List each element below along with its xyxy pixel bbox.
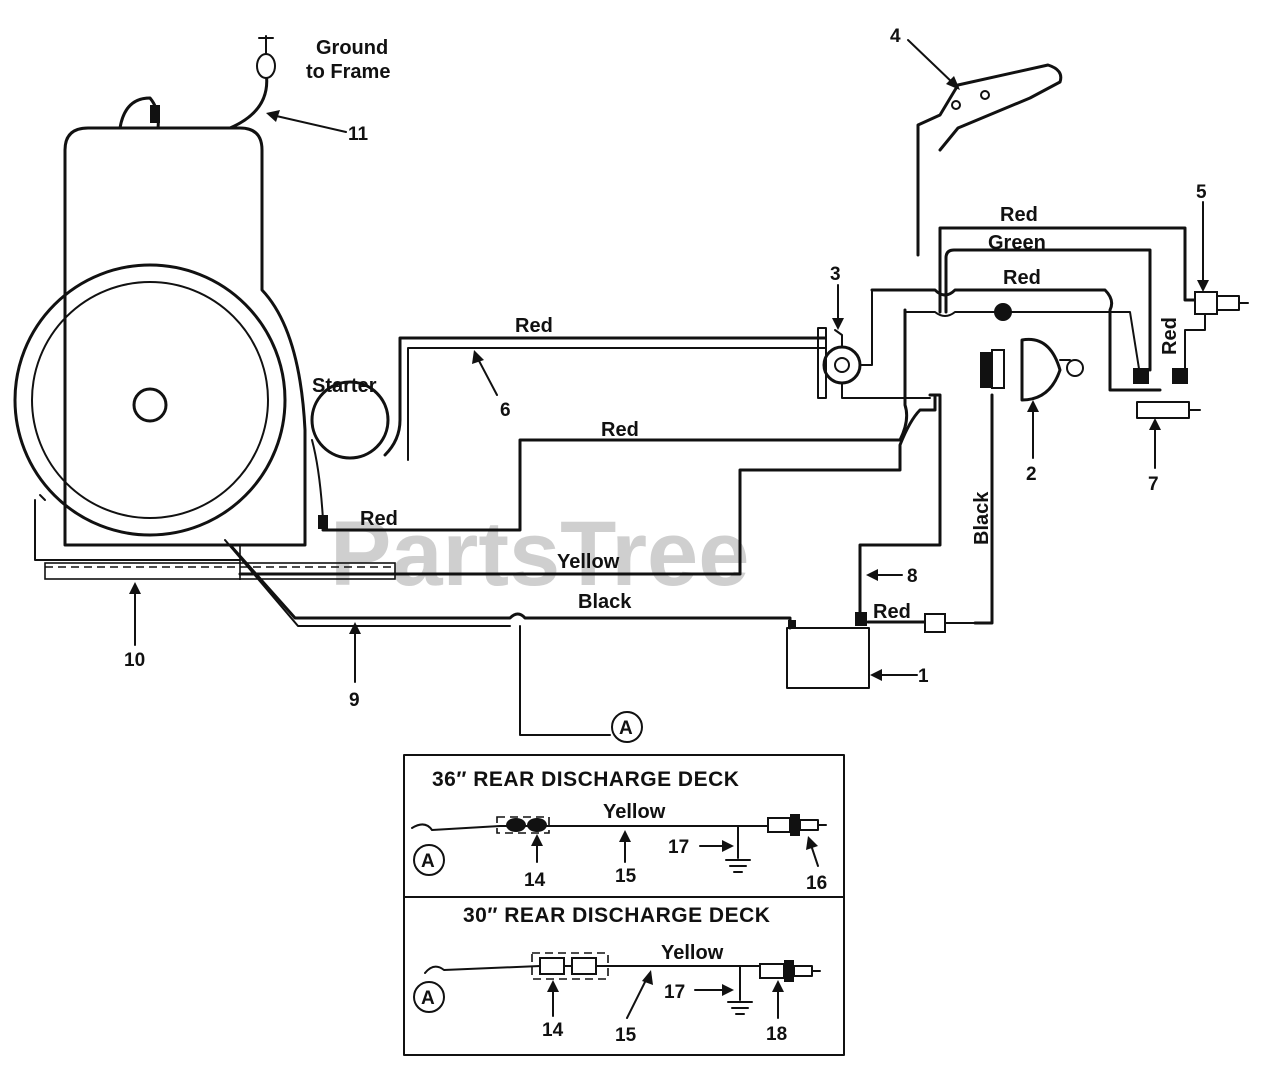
inset-30-callout-15: 15 bbox=[615, 1025, 637, 1046]
connector-a-marker: A bbox=[611, 711, 643, 743]
label-green: Green bbox=[988, 232, 1046, 254]
label-to-frame: to Frame bbox=[306, 61, 390, 83]
label-starter: Starter bbox=[312, 375, 377, 397]
wire-red-6 bbox=[383, 336, 827, 457]
callout-4: 4 bbox=[890, 26, 901, 47]
callout-10: 10 bbox=[124, 650, 145, 671]
inset-30-title: 30″ REAR DISCHARGE DECK bbox=[463, 904, 770, 927]
label-red-6: Red bbox=[515, 315, 553, 337]
inset-30-callout-17: 17 bbox=[664, 982, 685, 1003]
ignition-switch bbox=[980, 303, 1084, 402]
callout-11: 11 bbox=[348, 124, 369, 145]
inset-36-callout-14: 14 bbox=[524, 870, 546, 891]
switch-7 bbox=[1136, 401, 1201, 419]
callout-6: 6 bbox=[500, 400, 511, 421]
wire-yellow bbox=[238, 393, 937, 576]
callout-2: 2 bbox=[1026, 464, 1037, 485]
label-ground: Ground bbox=[316, 37, 388, 59]
svg-text:A: A bbox=[619, 718, 633, 739]
inset-30-marker: A bbox=[421, 988, 435, 1009]
inset-36-callout-17: 17 bbox=[668, 837, 689, 858]
wire-black bbox=[228, 543, 792, 630]
inset-36-callout-16: 16 bbox=[806, 873, 827, 894]
wire-green bbox=[944, 248, 1152, 372]
label-red-low: Red bbox=[360, 508, 398, 530]
inset-30-callout-18: 18 bbox=[766, 1024, 787, 1045]
wire-red-top bbox=[938, 226, 1197, 314]
inset-30-callout-14: 14 bbox=[542, 1020, 564, 1041]
engine bbox=[13, 126, 307, 561]
label-red-battery: Red bbox=[873, 601, 911, 623]
label-red-top1: Red bbox=[1000, 204, 1038, 226]
wire-black-vertical bbox=[973, 393, 994, 625]
callout-1: 1 bbox=[918, 666, 929, 687]
label-red-vertical: Red bbox=[1159, 317, 1181, 355]
inset-30-yellow: Yellow bbox=[661, 942, 724, 964]
callout-9: 9 bbox=[349, 690, 360, 711]
connector-left bbox=[1133, 368, 1149, 384]
label-black-vertical: Black bbox=[971, 491, 993, 545]
key-switch-plate bbox=[916, 63, 1063, 257]
wire-red-upper bbox=[870, 288, 1162, 392]
starter bbox=[310, 380, 390, 529]
callout-8: 8 bbox=[907, 566, 918, 587]
battery bbox=[786, 612, 870, 689]
solenoid bbox=[817, 289, 931, 399]
inset-36-marker: A bbox=[421, 851, 435, 872]
switch-5 bbox=[1184, 291, 1249, 376]
callout-arrows bbox=[129, 39, 1209, 683]
callout-7: 7 bbox=[1148, 474, 1159, 495]
inset-36-title: 36″ REAR DISCHARGE DECK bbox=[432, 768, 739, 791]
label-black: Black bbox=[578, 591, 632, 613]
inset-36-callout-15: 15 bbox=[615, 866, 637, 887]
watermark: PartsTree bbox=[330, 503, 749, 605]
wire-red-low bbox=[321, 308, 909, 532]
wire-to-a bbox=[519, 625, 611, 736]
fuse-holder bbox=[924, 613, 946, 633]
connector-right bbox=[1172, 368, 1188, 384]
inset-36-yellow: Yellow bbox=[603, 801, 666, 823]
deck-insets: 36″ REAR DISCHARGE DECK Yellow A 14 15 1… bbox=[403, 754, 845, 1056]
callout-3: 3 bbox=[830, 264, 841, 285]
callout-5: 5 bbox=[1196, 182, 1207, 203]
label-red-mid: Red bbox=[601, 419, 639, 441]
label-red-top2: Red bbox=[1003, 267, 1041, 289]
ground-strap bbox=[118, 35, 276, 130]
wire-red-8 bbox=[858, 393, 942, 614]
label-yellow: Yellow bbox=[557, 551, 620, 573]
